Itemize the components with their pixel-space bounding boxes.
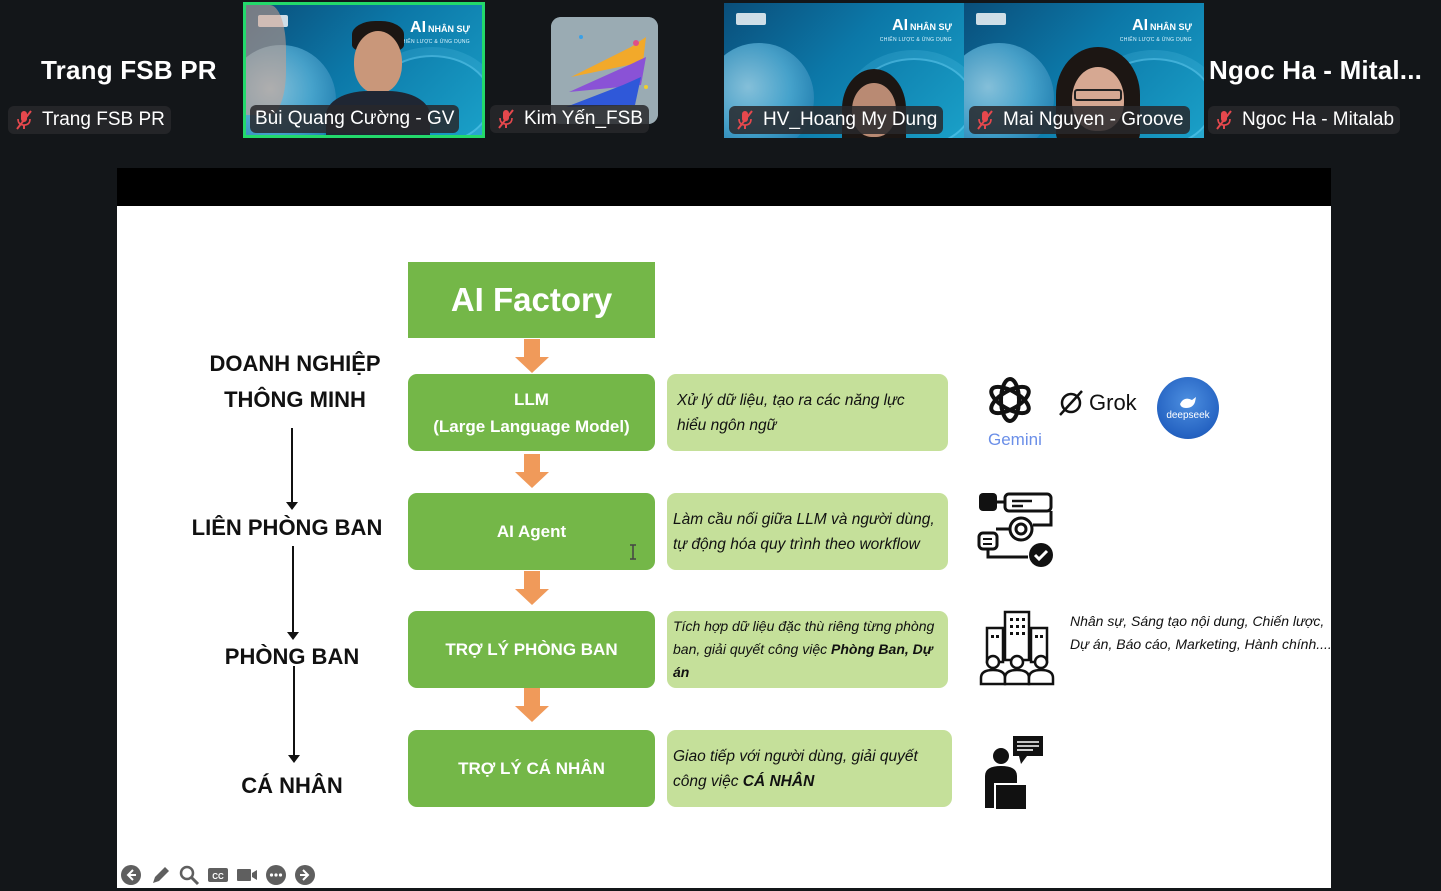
- background-subtitle: CHIẾN LƯỢC & ỨNG DỤNG: [397, 39, 470, 45]
- previous-slide-button[interactable]: [119, 863, 142, 886]
- gemini-logo: Gemini: [988, 430, 1042, 449]
- video-camera-icon: [236, 868, 257, 881]
- mic-muted-icon: [498, 109, 514, 129]
- participant-display-name: Ngoc Ha - Mital...: [1209, 55, 1423, 85]
- more-icon: [265, 864, 286, 885]
- grok-logo: Grok: [1057, 389, 1137, 417]
- flow-arrow: [515, 339, 549, 375]
- pen-button[interactable]: [148, 863, 171, 886]
- workflow-icon: [977, 492, 1053, 567]
- participant-display-name: Trang FSB PR: [41, 55, 217, 85]
- shared-screen-top-bar: [117, 168, 1331, 206]
- mic-muted-icon: [16, 110, 32, 130]
- participant-name: Ngoc Ha - Mitalab: [1242, 109, 1395, 130]
- level-label-department: PHÒNG BAN: [224, 644, 360, 669]
- personal-assistant-box: TRỢ LÝ CÁ NHÂN: [408, 730, 655, 807]
- llm-box: LLM (Large Language Model): [408, 374, 655, 451]
- level-arrow: [288, 666, 300, 763]
- level-label-inter-department: LIÊN PHÒNG BAN: [191, 515, 383, 540]
- ai-factory-box: AI Factory: [408, 262, 655, 338]
- hand-blur: [246, 5, 286, 115]
- level-label-personal: CÁ NHÂN: [241, 773, 343, 798]
- slide-controls: CC: [119, 863, 316, 886]
- arrow-left-icon: [120, 864, 141, 885]
- flow-arrow: [515, 571, 549, 607]
- deepseek-logo: deepseek: [1157, 377, 1219, 439]
- department-assistant-description: Tích hợp dữ liệu đặc thù riêng từng phòn…: [667, 611, 948, 688]
- school-logo: [736, 13, 766, 25]
- ai-agent-description: Làm cầu nối giữa LLM và người dùng, tự đ…: [667, 493, 948, 570]
- participant-nametag: Mai Nguyen - Groove: [969, 106, 1190, 134]
- department-assistant-box: TRỢ LÝ PHÒNG BAN: [408, 611, 655, 688]
- mic-muted-icon: [1216, 110, 1232, 130]
- whale-icon: [1180, 396, 1196, 408]
- participant-nametag-kim-yen: Kim Yến_FSB: [490, 105, 649, 133]
- flow-arrow: [515, 454, 549, 490]
- magnifier-icon: [179, 865, 199, 885]
- participant-nametag: Trang FSB PR: [8, 106, 171, 134]
- llm-description: Xử lý dữ liệu, tạo ra các năng lực hiểu …: [667, 374, 948, 451]
- background-subtitle: CHIẾN LƯỢC & ỨNG DỤNG: [879, 37, 952, 43]
- shared-slide: DOANH NGHIỆP THÔNG MINH LIÊN PHÒNG BAN P…: [117, 206, 1331, 888]
- departments-text: Nhân sự, Sáng tạo nội dung, Chiến lược, …: [1070, 613, 1331, 652]
- arrow-right-icon: [294, 864, 315, 885]
- participant-name: HV_Hoang My Dung: [763, 109, 938, 130]
- ai-agent-box: AI Agent: [408, 493, 655, 570]
- captions-icon: CC: [207, 867, 228, 882]
- background-subtitle: CHIẾN LƯỢC & ỨNG DỤNG: [1119, 37, 1192, 43]
- next-slide-button[interactable]: [293, 863, 316, 886]
- mic-muted-icon: [737, 110, 753, 130]
- text-cursor-icon: [630, 544, 636, 560]
- participant-name: Mai Nguyen - Groove: [1003, 109, 1184, 130]
- participant-name: Trang FSB PR: [42, 109, 165, 130]
- personal-assistant-icon: [985, 736, 1043, 810]
- level-label-enterprise: DOANH NGHIỆP THÔNG MINH: [209, 351, 381, 412]
- zoom-button[interactable]: [177, 863, 200, 886]
- participant-nametag: Bùi Quang Cường - GV: [250, 105, 460, 133]
- school-logo: [976, 13, 1006, 25]
- svg-text:CC: CC: [212, 872, 224, 881]
- mic-muted-icon: [977, 110, 993, 130]
- participant-tile-ngoc-ha[interactable]: Ngoc Ha - Mital... Ngoc Ha - Mitalab: [1205, 3, 1441, 138]
- captions-button[interactable]: CC: [206, 863, 229, 886]
- personal-assistant-description: Giao tiếp với người dùng, giải quyết côn…: [667, 730, 952, 807]
- grok-icon: [1059, 390, 1083, 416]
- flow-arrow: [515, 688, 549, 724]
- openai-logo-icon: [989, 377, 1031, 423]
- participant-nametag: Ngoc Ha - Mitalab: [1208, 106, 1401, 134]
- level-arrow: [286, 428, 298, 510]
- departments-icon: [979, 610, 1055, 686]
- participant-nametag: HV_Hoang My Dung: [729, 106, 944, 134]
- participant-name: Kim Yến_FSB: [524, 108, 643, 129]
- level-arrow: [287, 546, 299, 640]
- participant-name: Bùi Quang Cường - GV: [255, 108, 455, 129]
- participant-tile-trang[interactable]: Trang FSB PR Trang FSB PR: [5, 3, 241, 138]
- more-options-button[interactable]: [264, 863, 287, 886]
- pen-icon: [152, 866, 169, 883]
- video-button[interactable]: [235, 863, 258, 886]
